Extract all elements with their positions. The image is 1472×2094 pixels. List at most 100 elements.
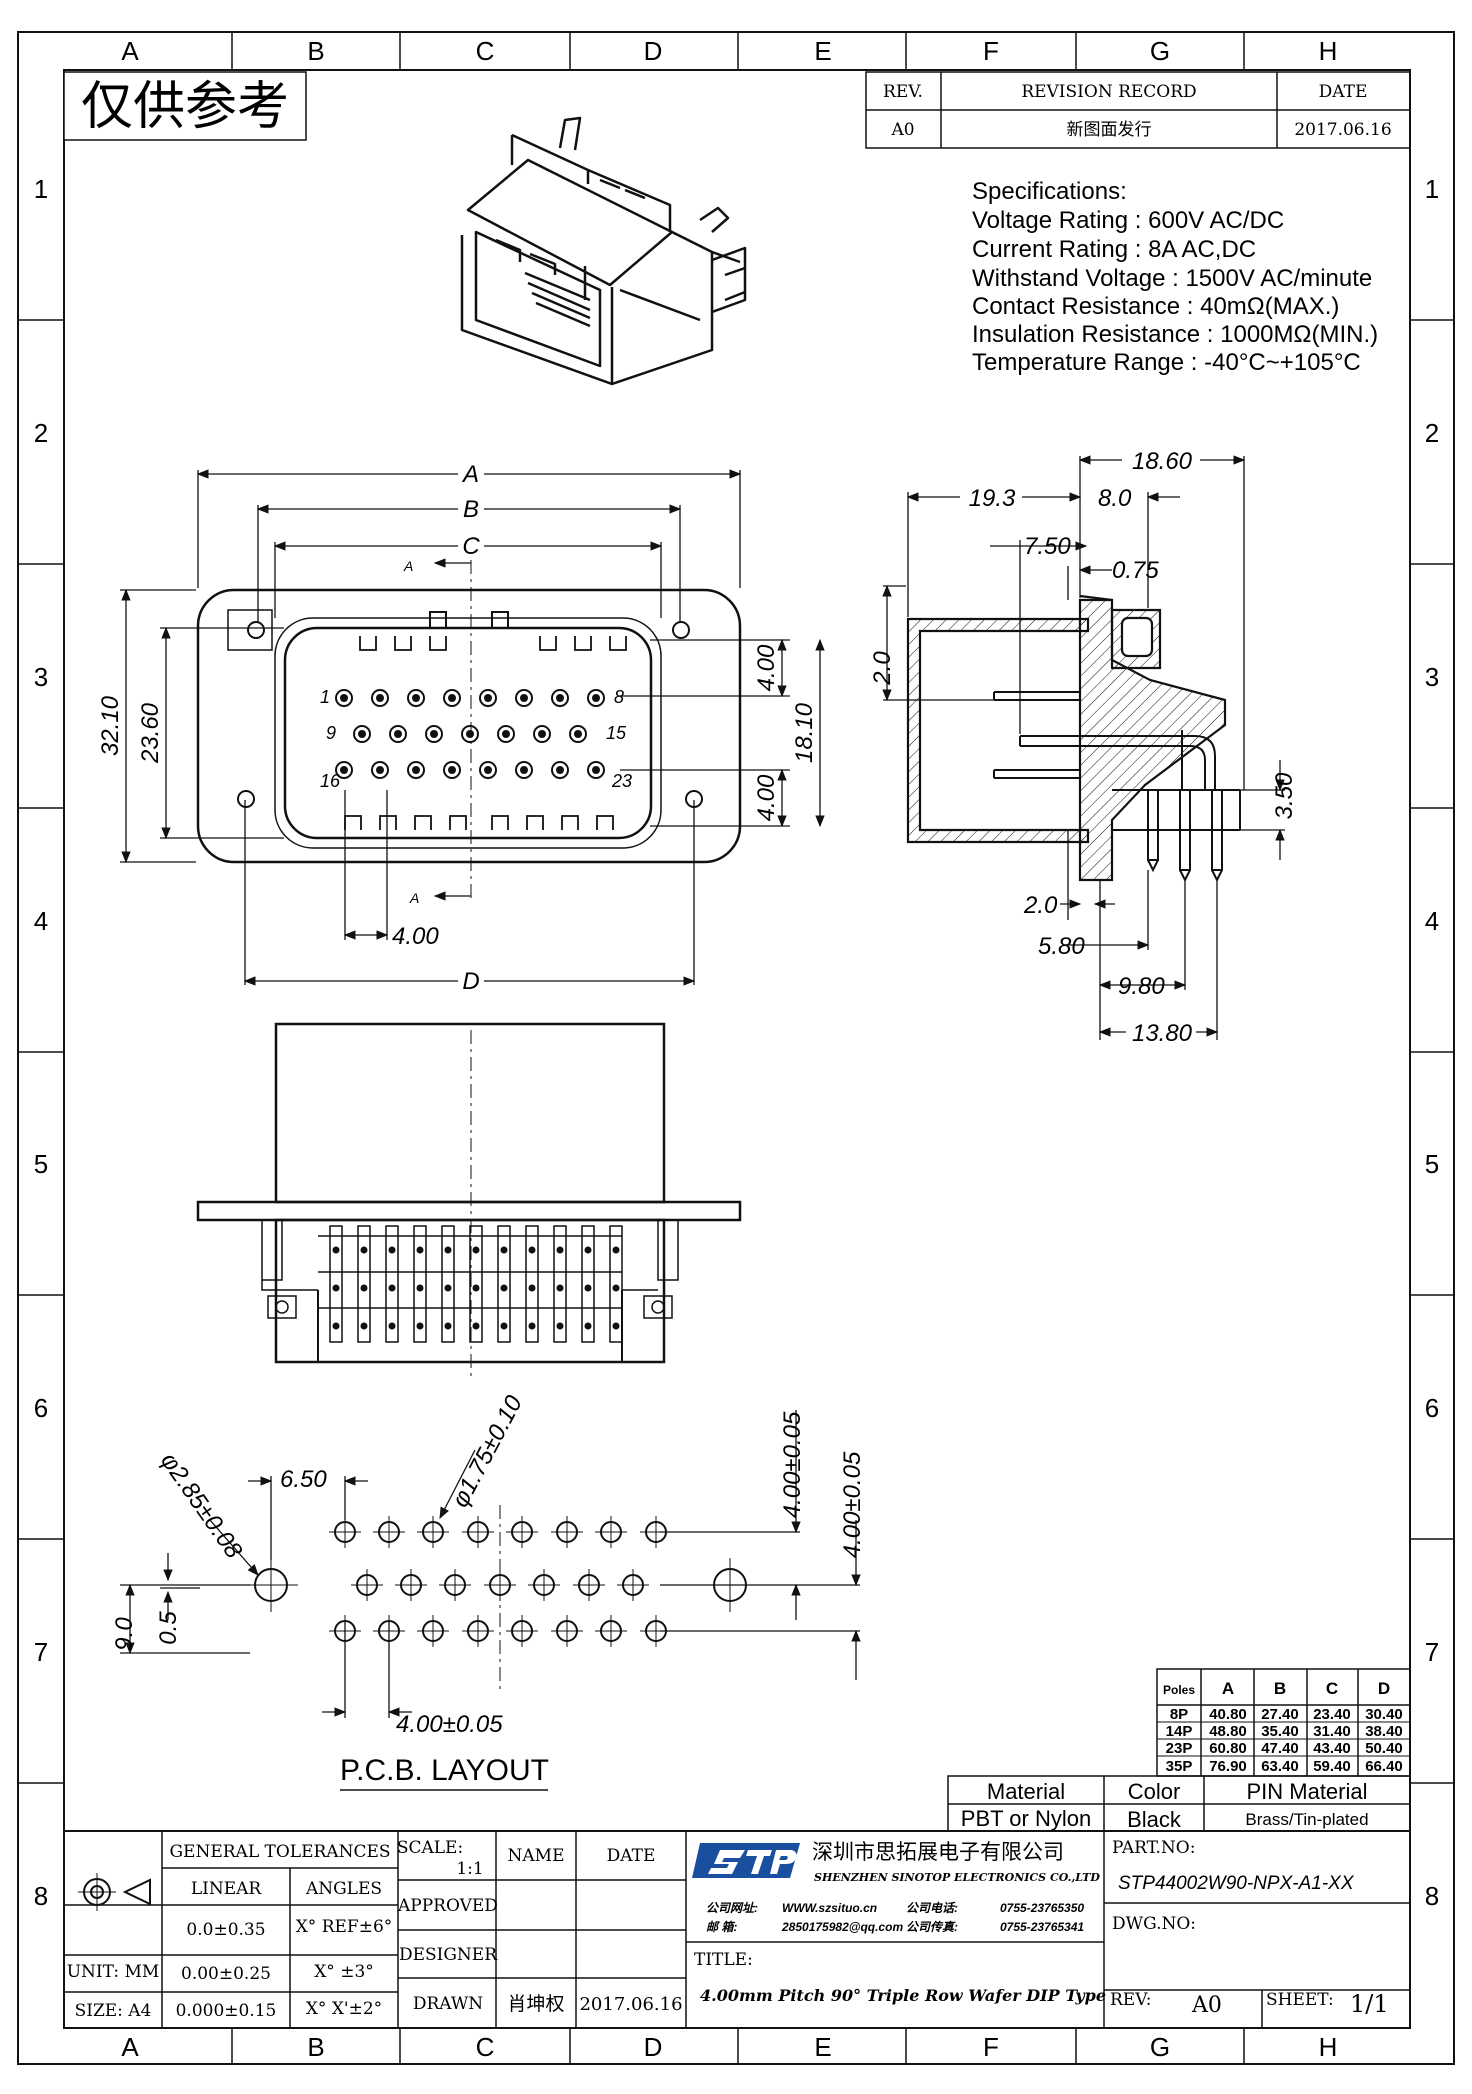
pin-solder-point xyxy=(612,1246,620,1254)
latch-slot xyxy=(491,815,509,830)
pin-socket xyxy=(371,761,389,779)
material-value: PBT or Nylon xyxy=(961,1806,1091,1831)
rev-value: A0 xyxy=(1191,1993,1222,2018)
latch-slot xyxy=(526,815,544,830)
pin-socket xyxy=(407,761,425,779)
row-label: 3 xyxy=(34,662,48,692)
drawn-name: 肖坤权 xyxy=(507,1993,564,2015)
pin-label-1: 1 xyxy=(320,687,330,707)
pin-solder-point xyxy=(332,1284,340,1292)
poles-cell: 14P xyxy=(1166,1723,1193,1740)
pin-socket xyxy=(497,725,515,743)
title-block: GENERAL TOLERANCES LINEAR ANGLES 0.0±0.3… xyxy=(63,1830,1411,2029)
pin-solder-point xyxy=(332,1246,340,1254)
poles-cell: 35P xyxy=(1166,1758,1193,1775)
pin-socket xyxy=(515,689,533,707)
pcb-dimension-lines xyxy=(120,1410,861,1718)
pin-socket xyxy=(479,689,497,707)
pin-slot xyxy=(357,1225,371,1343)
pin-solder-point xyxy=(556,1246,564,1254)
spec-line: Withstand Voltage : 1500V AC/minute xyxy=(972,265,1372,292)
dim-7-50: 7.50 xyxy=(1024,533,1071,560)
pin-slot xyxy=(385,1225,399,1343)
rev-label: REV: xyxy=(1110,1990,1152,2010)
front-latches xyxy=(344,636,627,830)
latch-slot xyxy=(609,636,627,651)
rev-header: REV. xyxy=(883,82,923,102)
dim-row-pitch-1: 4.00±0.05 xyxy=(779,1411,806,1518)
pin-contact xyxy=(448,766,456,774)
unit-label: UNIT: MM xyxy=(67,1962,160,1982)
pin-contact xyxy=(556,694,564,702)
dim-pitch: 4.00 xyxy=(392,923,439,950)
pin-solder-point xyxy=(584,1322,592,1330)
col-label: G xyxy=(1150,2032,1170,2062)
pin-socket xyxy=(371,689,389,707)
rev-value: A0 xyxy=(890,120,914,140)
dim-0-5: 0.5 xyxy=(155,1611,182,1645)
spec-line: Temperature Range : -40°C~+105°C xyxy=(972,349,1361,376)
poles-cell: 43.40 xyxy=(1313,1740,1351,1757)
pin-socket xyxy=(407,689,425,707)
approved-label: APPROVED xyxy=(397,1896,498,1916)
poles-header: A xyxy=(1222,1679,1234,1698)
row-label: 1 xyxy=(1425,174,1439,204)
pin-solder-point xyxy=(472,1284,480,1292)
contact-website: WWW.szsituo.cn xyxy=(782,1901,877,1915)
poles-cell: 66.40 xyxy=(1365,1758,1403,1775)
latch-slot xyxy=(359,636,377,651)
dim-row-pitch-2: 4.00±0.05 xyxy=(839,1451,866,1558)
contact-label-fax: 公司传真: xyxy=(906,1920,958,1934)
dim-6-50: 6.50 xyxy=(280,1466,327,1493)
pin-label-16: 16 xyxy=(320,771,341,791)
pin-slot xyxy=(581,1225,595,1343)
name-label: NAME xyxy=(508,1846,565,1866)
pin-label-15: 15 xyxy=(606,723,627,743)
pin-solder-point xyxy=(360,1284,368,1292)
latch-slot xyxy=(561,815,579,830)
frame-grid xyxy=(18,32,1454,2064)
pin-solder-point xyxy=(472,1322,480,1330)
pin-slot xyxy=(497,1225,511,1343)
dim-phi-1-75: φ1.75±0.10 xyxy=(447,1391,529,1512)
poles-cell: 63.40 xyxy=(1261,1758,1299,1775)
spec-line: Insulation Resistance : 1000MΩ(MIN.) xyxy=(972,321,1378,348)
color-value: Black xyxy=(1127,1807,1182,1832)
dim-8-0: 8.0 xyxy=(1098,485,1132,512)
latch-slot xyxy=(394,636,412,651)
column-labels-bottom: A B C D E F G H xyxy=(121,2032,1337,2062)
pin-contact xyxy=(592,766,600,774)
tolerance-linear-2: 0.000±0.15 xyxy=(176,2001,277,2021)
pin-contact xyxy=(376,766,384,774)
size-label: SIZE: A4 xyxy=(75,2001,152,2021)
section-marker-top: A xyxy=(403,558,413,574)
specifications: Specifications: Voltage Rating : 600V AC… xyxy=(972,178,1378,376)
pin-solder-point xyxy=(528,1246,536,1254)
poles-cell: 40.80 xyxy=(1209,1706,1247,1723)
dim-2-0-bottom: 2.0 xyxy=(1023,892,1058,919)
pin-solder-point xyxy=(500,1284,508,1292)
poles-cell: 59.40 xyxy=(1313,1758,1351,1775)
front-dimension-text: A B C D 4.00 A A 32.10 23.60 4.00 18.10 … xyxy=(97,458,818,995)
revision-record-header: REVISION RECORD xyxy=(1021,82,1196,102)
dim-9-80: 9.80 xyxy=(1118,973,1165,1000)
col-label: E xyxy=(814,36,831,66)
tolerance-linear-1: 0.00±0.25 xyxy=(181,1964,271,1984)
col-label: A xyxy=(121,36,139,66)
pin-socket xyxy=(587,761,605,779)
drawn-date: 2017.06.16 xyxy=(579,1994,682,2015)
pin-slot xyxy=(413,1225,427,1343)
spec-line: Contact Resistance : 40mΩ(MAX.) xyxy=(972,293,1339,320)
poles-cell: 31.40 xyxy=(1313,1723,1351,1740)
dim-4-00-top: 4.00 xyxy=(753,644,780,691)
col-label: F xyxy=(983,36,999,66)
pin-solder-point xyxy=(584,1284,592,1292)
pin-material-header: PIN Material xyxy=(1246,1779,1367,1804)
pin-socket xyxy=(335,689,353,707)
pin-socket xyxy=(587,689,605,707)
company-name-en: SHENZHEN SINOTOP ELECTRONICS CO.,LTD xyxy=(814,1871,1100,1884)
pcb-hole-pattern xyxy=(329,1516,672,1647)
material-table: Material Color PIN Material PBT or Nylon… xyxy=(947,1775,1411,1832)
contact-label-website: 公司网址: xyxy=(706,1901,758,1915)
